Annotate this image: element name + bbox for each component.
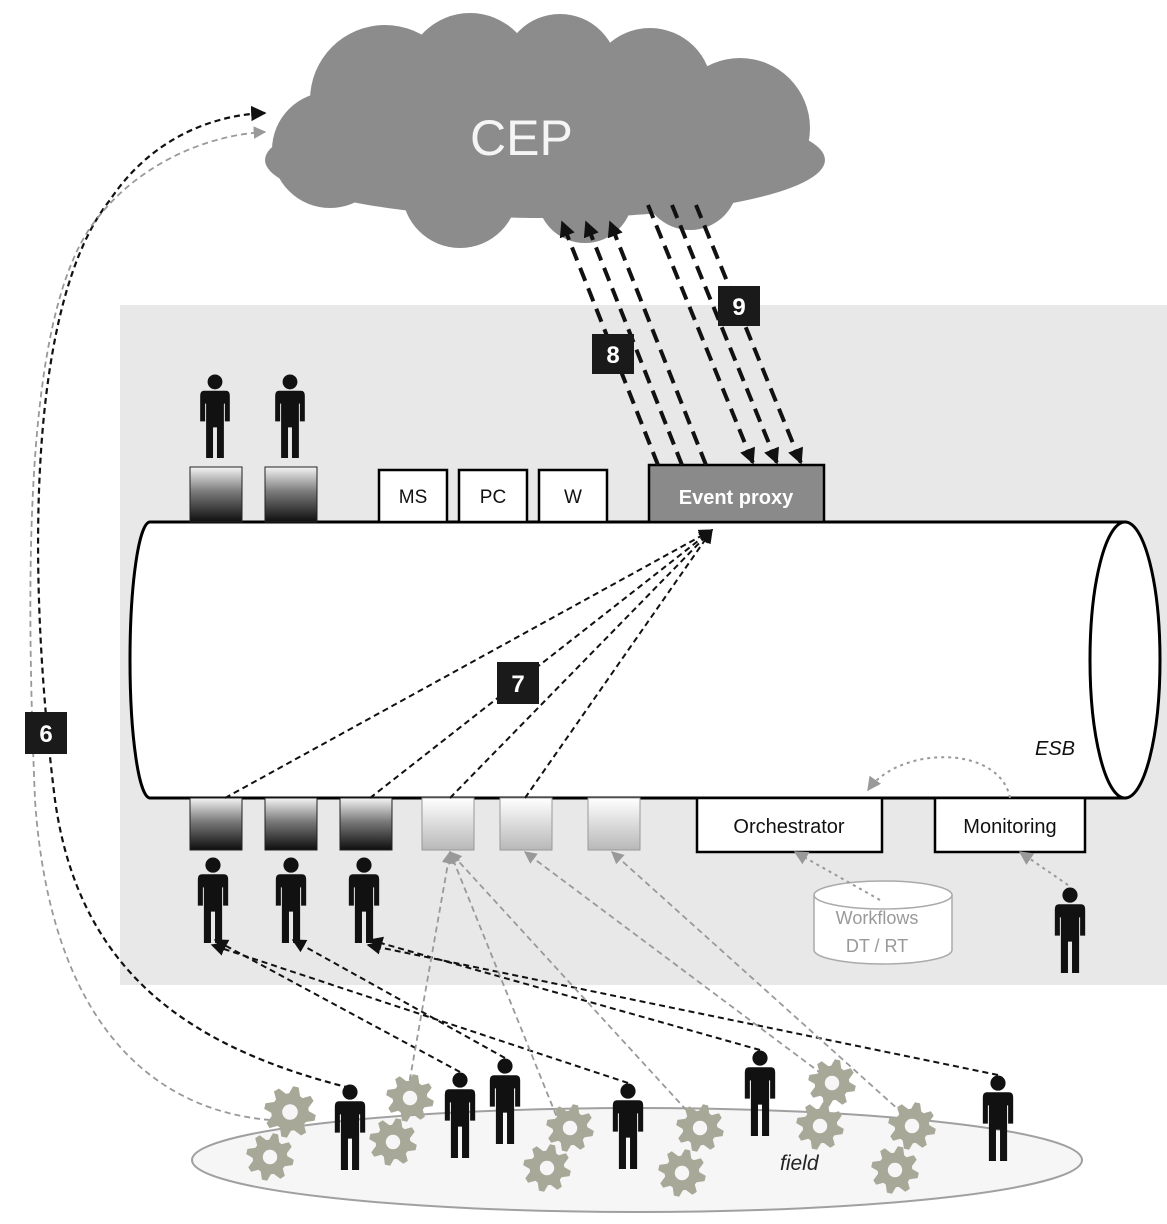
step-7-label: 7 <box>511 671 524 698</box>
monitoring: Monitoring <box>933 796 1087 854</box>
bottom-adapter-2 <box>264 797 318 851</box>
top-adapter-2 <box>264 466 318 523</box>
bottom-adapter-3 <box>339 797 393 851</box>
person-icon <box>334 1084 366 1170</box>
service-ms-label: MS <box>399 487 428 508</box>
person-icon <box>200 374 230 458</box>
field-label: field <box>780 1152 820 1175</box>
step-6-label: 6 <box>39 721 52 748</box>
service-w: W <box>537 468 609 524</box>
gear-icon <box>888 1102 936 1150</box>
gear-icon <box>546 1104 594 1152</box>
gear-arrows <box>407 850 911 1126</box>
gear-icon <box>386 1074 434 1122</box>
workflows-label: Workflows <box>836 908 919 928</box>
gear-icon <box>264 1086 316 1138</box>
cep-label: CEP <box>470 110 573 166</box>
top-adapter-1 <box>189 466 243 523</box>
gear-icon <box>658 1149 706 1197</box>
person-icon <box>348 857 380 943</box>
person-icon <box>744 1050 776 1136</box>
bottom-adapter-6 <box>587 797 641 851</box>
orchestrator: Orchestrator <box>695 796 884 854</box>
gear-icon <box>246 1133 294 1181</box>
gear-icon <box>523 1144 571 1192</box>
dt-rt-label: DT / RT <box>846 936 908 956</box>
person-icon <box>275 857 307 943</box>
gear-icon <box>369 1118 417 1166</box>
person-icon <box>197 857 229 943</box>
service-w-label: W <box>564 487 582 508</box>
workflows-database: Workflows DT / RT <box>813 880 953 965</box>
orchestrator-label: Orchestrator <box>733 816 844 838</box>
step-badge-6: 6 <box>25 712 67 754</box>
person-icon <box>982 1075 1014 1161</box>
step-9-arrows <box>646 204 803 465</box>
esb-bus <box>128 520 1162 800</box>
person-icon <box>444 1072 476 1158</box>
person-icon <box>489 1058 521 1144</box>
person-icon <box>275 374 305 458</box>
step-7-arrows <box>224 528 714 799</box>
service-pc: PC <box>457 468 529 524</box>
esb-label: ESB <box>1035 738 1075 760</box>
monitoring-label: Monitoring <box>963 816 1056 838</box>
step-badge-8: 8 <box>592 334 634 374</box>
gear-icon <box>676 1104 724 1152</box>
person-icon <box>612 1083 644 1169</box>
step-9-label: 9 <box>732 294 745 321</box>
step-badge-7: 7 <box>497 662 539 704</box>
bottom-adapter-4 <box>421 797 475 851</box>
bottom-adapter-5 <box>499 797 553 851</box>
cep-cloud <box>265 13 825 248</box>
step-badge-9: 9 <box>718 286 760 326</box>
service-ms: MS <box>377 468 449 524</box>
gear-icon <box>796 1102 844 1150</box>
internal-arrows <box>793 756 1069 901</box>
gear-icon <box>871 1146 919 1194</box>
gear-icon <box>808 1059 856 1107</box>
gears-layer <box>246 1059 936 1197</box>
event-proxy-label: Event proxy <box>679 487 794 509</box>
people-layer <box>197 374 1086 1170</box>
bottom-adapter-1 <box>189 797 243 851</box>
person-icon <box>1054 887 1086 973</box>
step-8-label: 8 <box>606 342 619 369</box>
operator-arrows <box>210 936 999 1084</box>
service-pc-label: PC <box>480 487 506 508</box>
step-6-arrows <box>29 105 351 1121</box>
event-proxy: Event proxy <box>647 463 826 524</box>
